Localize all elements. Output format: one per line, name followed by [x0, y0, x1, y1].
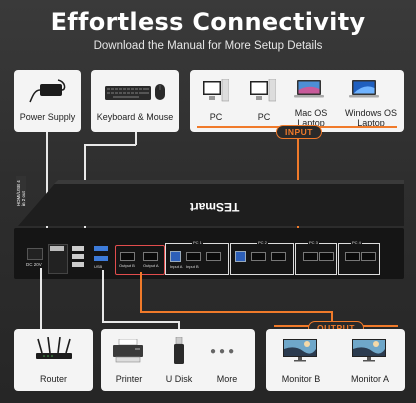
brand-logo: TESmart: [190, 200, 240, 214]
monitor-b-label: Monitor B: [281, 374, 321, 384]
output-connector-line-v2: [331, 311, 333, 325]
kvm-switch-top: [18, 180, 404, 226]
printer-icon: [113, 339, 143, 363]
usb-port: [72, 254, 84, 259]
keyboard-mouse-card: Keyboard & Mouse: [91, 70, 179, 132]
router-card: Router: [14, 329, 93, 391]
mac-laptop-icon: [294, 80, 324, 98]
output-a-label: Output A: [143, 263, 159, 268]
power-adapter-icon: [29, 79, 66, 103]
keyboard-mouse-label: Keyboard & Mouse: [96, 112, 174, 122]
power-connector-line: [46, 132, 48, 240]
monitor-a-icon: [352, 339, 386, 362]
usb-devices-card: Printer U Disk ●●● More: [101, 329, 255, 391]
output-connector-line-v: [140, 272, 142, 312]
udisk-label: U Disk: [165, 374, 193, 384]
usb-connector-line-h: [102, 321, 179, 323]
page-subtitle: Download the Manual for More Setup Detai…: [93, 40, 323, 52]
kbm-connector-line-v1: [135, 132, 137, 145]
windows-laptop-label: Windows OS Laptop: [344, 108, 397, 128]
usb-b-port: [235, 251, 246, 262]
usb-connector-line-v: [102, 270, 104, 322]
hdmi-input-port: [303, 252, 318, 261]
pc2-port-label: PC 2: [257, 240, 268, 245]
output-monitors-card: Monitor B Monitor A: [266, 329, 405, 391]
pc1-port-label: PC 1: [192, 240, 203, 245]
dc-port-label: DC 20V: [26, 262, 42, 267]
windows-laptop-icon: [349, 80, 379, 98]
usb-connector-line-v2: [178, 321, 180, 329]
input-b-label: Input B: [186, 264, 199, 269]
hdmi-input-port: [361, 252, 376, 261]
usb-port-label: USB: [94, 264, 103, 269]
hdmi-input-port: [319, 252, 334, 261]
hdmi-input-port: [206, 252, 221, 261]
hdmi-input-port: [251, 252, 266, 261]
usb-drive-icon: [174, 337, 184, 364]
router-icon: [36, 337, 72, 359]
output-b-label: Output B: [119, 263, 135, 268]
usb-port: [72, 262, 84, 267]
ethernet-port: [50, 246, 64, 251]
pc1-label: PC: [209, 112, 223, 122]
page-title: Effortless Connectivity: [50, 8, 366, 36]
printer-label: Printer: [115, 374, 143, 384]
monitor-a-label: Monitor A: [350, 374, 390, 384]
hdmi-input-port: [186, 252, 201, 261]
device-side-label: HDMI/USB 4 in 2 out: [16, 176, 26, 206]
router-label: Router: [39, 374, 67, 384]
input-a-label: Input A: [170, 264, 183, 269]
monitor-b-icon: [283, 339, 317, 362]
usb3-port: [94, 246, 108, 251]
power-supply-label: Power Supply: [19, 112, 76, 122]
input-sources-card: PC PC Mac OS Laptop Windows OS Laptop: [190, 70, 404, 132]
hdmi-output-b-port: [120, 252, 135, 261]
usb3-port: [94, 256, 108, 261]
output-connector-line-h: [140, 311, 332, 313]
usb-b-port: [170, 251, 181, 262]
pc3-port-label: PC 3: [308, 240, 319, 245]
mac-laptop-label: Mac OS Laptop: [294, 108, 328, 128]
power-supply-card: Power Supply: [14, 70, 81, 132]
dc-port: [27, 248, 43, 260]
router-connector-line: [40, 268, 42, 329]
kbm-connector-line-h: [84, 144, 136, 146]
input-badge: INPUT: [276, 125, 322, 139]
usb-port: [72, 246, 84, 251]
pc-tower-icon: [203, 79, 229, 102]
hdmi-output-a-port: [143, 252, 158, 261]
pc4-port-label: PC 4: [351, 240, 362, 245]
hdmi-input-port: [271, 252, 286, 261]
hdmi-input-port: [345, 252, 360, 261]
pc2-label: PC: [257, 112, 271, 122]
more-label: More: [216, 374, 238, 384]
more-dots-icon: ●●●: [210, 346, 238, 357]
keyboard-icon: [105, 86, 151, 100]
pc-tower-icon: [250, 79, 276, 102]
mouse-icon: [155, 84, 165, 100]
